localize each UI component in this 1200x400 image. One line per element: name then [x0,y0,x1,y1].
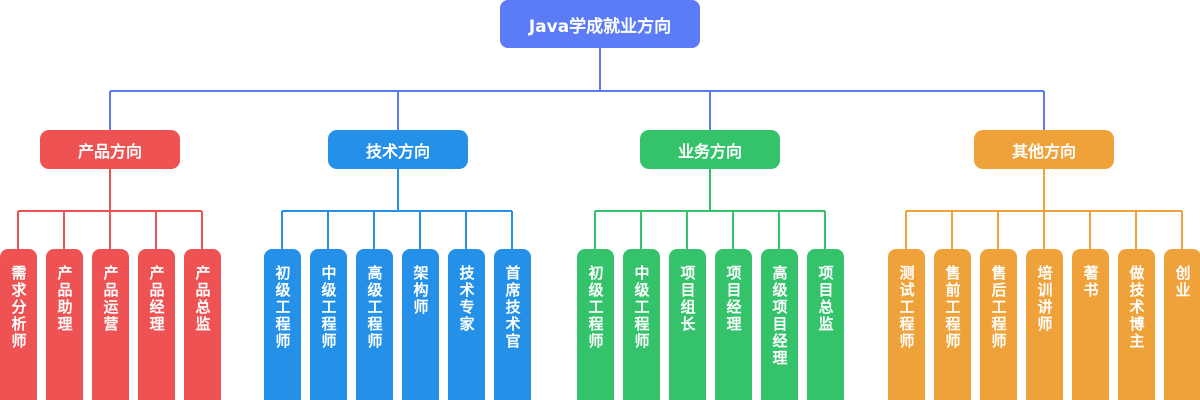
leaf-label: 著书 [1081,265,1100,299]
leaf-label: 中级工程师 [632,265,651,350]
leaf-label: 初级工程师 [273,265,292,350]
leaf-label: 产品助理 [55,265,74,333]
leaf-label: 中级工程师 [319,265,338,350]
leaf-node-product-1: 产品助理 [45,249,83,400]
category-node-business: 业务方向 [640,130,780,169]
leaf-label: 售前工程师 [943,265,962,350]
leaf-node-product-3: 产品经理 [137,249,175,400]
leaf-node-tech-3: 架构师 [401,249,439,400]
leaf-node-business-2: 项目组长 [668,249,706,400]
leaf-node-tech-5: 首席技术官 [493,249,531,400]
leaf-node-other-1: 售前工程师 [933,249,971,400]
category-node-other: 其他方向 [974,130,1114,169]
leaf-node-tech-0: 初级工程师 [263,249,301,400]
leaf-node-product-4: 产品总监 [183,249,221,400]
leaf-node-product-2: 产品运营 [91,249,129,400]
leaf-label: 产品总监 [193,265,212,333]
leaf-node-other-2: 售后工程师 [979,249,1017,400]
leaf-label: 产品运营 [101,265,120,333]
leaf-label: 高级项目经理 [770,265,789,367]
leaf-node-product-0: 需求分析师 [0,249,37,400]
leaf-label: 架构师 [411,265,430,316]
leaf-node-business-5: 项目总监 [806,249,844,400]
leaf-node-other-5: 做技术博主 [1117,249,1155,400]
leaf-node-other-6: 创业 [1163,249,1200,400]
category-node-product: 产品方向 [40,130,180,169]
leaf-label: 项目总监 [816,265,835,333]
leaf-label: 需求分析师 [9,265,28,350]
leaf-node-business-4: 高级项目经理 [760,249,798,400]
leaf-label: 初级工程师 [586,265,605,350]
leaf-node-other-0: 测试工程师 [887,249,925,400]
category-node-tech: 技术方向 [328,130,468,169]
leaf-node-business-1: 中级工程师 [622,249,660,400]
leaf-label: 项目经理 [724,265,743,333]
leaf-label: 培训讲师 [1035,265,1054,333]
leaf-node-other-3: 培训讲师 [1025,249,1063,400]
leaf-label: 创业 [1173,265,1192,299]
leaf-node-tech-4: 技术专家 [447,249,485,400]
leaf-label: 技术专家 [457,265,476,333]
leaf-label: 做技术博主 [1127,265,1146,350]
leaf-node-business-0: 初级工程师 [576,249,614,400]
leaf-label: 高级工程师 [365,265,384,350]
leaf-label: 售后工程师 [989,265,1008,350]
leaf-label: 首席技术官 [503,265,522,350]
leaf-label: 测试工程师 [897,265,916,350]
leaf-node-business-3: 项目经理 [714,249,752,400]
leaf-label: 项目组长 [678,265,697,333]
root-node: Java学成就业方向 [500,0,700,48]
leaf-node-tech-1: 中级工程师 [309,249,347,400]
leaf-node-tech-2: 高级工程师 [355,249,393,400]
leaf-label: 产品经理 [147,265,166,333]
leaf-node-other-4: 著书 [1071,249,1109,400]
